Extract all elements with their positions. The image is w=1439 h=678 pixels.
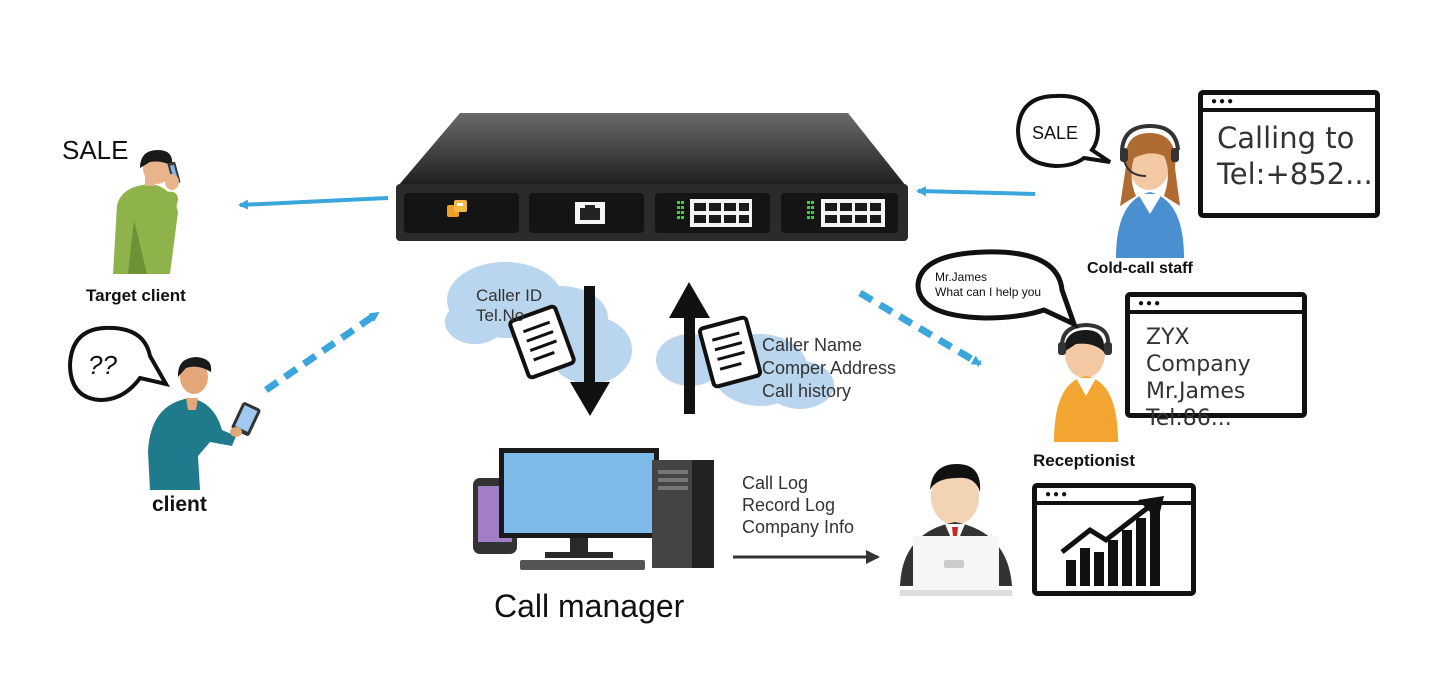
cold-call-staff-person [1116, 123, 1184, 258]
rj11-bank-icon [677, 199, 752, 227]
question-speech-bubble [67, 325, 171, 403]
voip-gateway-device [396, 113, 908, 241]
target-client-label: Target client [86, 286, 186, 305]
arrow-down-to-call-manager [570, 286, 610, 416]
calling-window: ●●● Calling to Tel:+852... [1198, 90, 1380, 218]
rj11-bank-icon [807, 199, 885, 227]
calling-tel-line: Tel:+852... [1217, 157, 1373, 191]
company-address-line: Comper Address [762, 358, 897, 378]
arrow-up-to-device [669, 282, 710, 414]
document-icon [697, 315, 763, 389]
window-titlebar: ●●● [1037, 488, 1191, 505]
bubble-name-line: Mr.James [935, 270, 988, 284]
window-titlebar: ●●● [1203, 95, 1375, 112]
receptionist-person [1054, 322, 1118, 442]
caller-name-line: Caller Name [762, 335, 863, 355]
log-text: Call Log Record Log Company Info [742, 472, 854, 538]
company-window: ●●● ZYX Company Mr.James Tel:86... [1125, 292, 1307, 431]
company-name-line: ZYX Company [1146, 325, 1251, 377]
fxs-port-icon [447, 200, 467, 217]
sale-speech-bubble [1015, 93, 1112, 169]
cloud-down-text: Caller ID Tel.No [476, 286, 542, 326]
contact-name-line: Mr.James [1146, 379, 1246, 404]
record-log-line: Record Log [742, 495, 836, 515]
client-person [148, 357, 261, 490]
analyst-person [900, 464, 1012, 596]
ethernet-port-icon [575, 202, 605, 224]
bubble-question-line: What can I help you [935, 285, 1042, 299]
client-label: client [152, 493, 207, 516]
contact-tel-line: Tel:86... [1146, 406, 1232, 431]
call-history-line: Call history [762, 381, 852, 401]
sale-bubble-text: SALE [1032, 123, 1079, 143]
dashed-arrow-client-to-device [264, 310, 380, 393]
sale-label: SALE [62, 135, 129, 165]
call-manager-label: Call manager [494, 588, 685, 624]
company-window-body: ZYX Company Mr.James Tel:86... [1130, 314, 1302, 438]
receptionist-label: Receptionist [1033, 451, 1136, 470]
dashed-arrow-device-to-receptionist [858, 289, 982, 368]
call-manager-computer [473, 448, 714, 570]
cloud-up-text: Caller Name Comper Address Call history [762, 334, 896, 403]
receptionist-speech-bubble [915, 249, 1079, 329]
tel-no-line: Tel.No [476, 306, 525, 325]
analytics-window: ●●● [1032, 483, 1196, 596]
question-mark-text: ?? [88, 350, 117, 380]
cold-call-staff-label: Cold-call staff [1087, 260, 1193, 277]
calling-window-body: Calling to Tel:+852... [1203, 112, 1375, 198]
calling-to-line: Calling to [1217, 121, 1355, 155]
company-info-line: Company Info [742, 517, 855, 537]
target-client-person [113, 150, 181, 274]
caller-id-line: Caller ID [476, 286, 543, 305]
receptionist-bubble-text: Mr.James What can I help you [935, 270, 1041, 300]
document-icon [508, 304, 576, 380]
call-log-line: Call Log [742, 473, 809, 493]
window-titlebar: ●●● [1130, 297, 1302, 314]
arrow-coldcall-to-device [916, 186, 1036, 197]
arrow-device-to-target [238, 196, 389, 210]
